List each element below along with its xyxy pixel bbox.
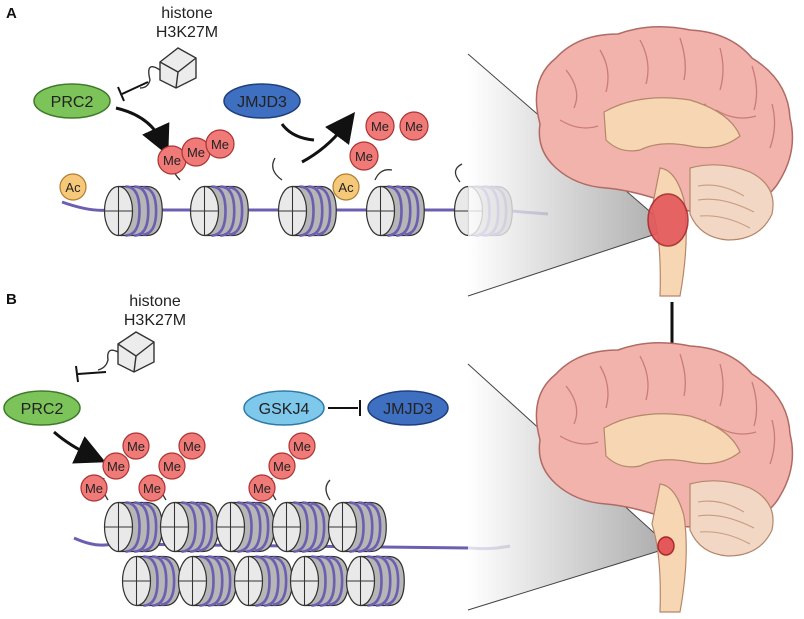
me-label-a5: Me [405, 119, 423, 134]
histone-label-b-line1: histone [129, 293, 181, 310]
jmjd3-label-b: JMJD3 [383, 401, 433, 418]
me-mark-b1 [80, 474, 108, 502]
jmjd3-arrow-a-2 [301, 112, 356, 164]
zoom-beam-b-edge-2 [467, 549, 663, 611]
nucleosome-a4 [365, 185, 426, 237]
me-group-b-3: Me Me Me [248, 432, 316, 502]
me-mark-b9 [288, 432, 316, 460]
me-label-b9: Me [293, 439, 311, 454]
jmjd3-node-b [367, 390, 449, 426]
me-mark-a4 [365, 111, 395, 141]
ac-mark-a2 [332, 173, 360, 201]
me-group-b-2: Me Me Me [138, 432, 206, 502]
brain-illustration-a [535, 26, 794, 297]
me-label-b4: Me [143, 481, 161, 496]
inhibit-bar-b [75, 365, 79, 383]
me-label-a3: Me [211, 137, 229, 152]
me-mark-b5 [158, 452, 186, 480]
ac-mark-a1 [59, 173, 87, 201]
me-label-a4: Me [371, 119, 389, 134]
jmjd3-node-a [223, 83, 301, 119]
me-label-b1: Me [85, 481, 103, 496]
me-label-a6: Me [355, 149, 373, 164]
me-group-b-1: Me Me Me [80, 432, 150, 502]
me-mark-a3 [205, 129, 235, 159]
histone-tail-a5 [454, 163, 463, 183]
nucleosome-b1 [103, 501, 164, 553]
me-label-b3: Me [127, 439, 145, 454]
nucleosome-b7 [177, 555, 238, 607]
inhibit-line-a [121, 81, 149, 95]
me-mark-b8 [268, 452, 296, 480]
panel-letter-b: B [6, 291, 17, 308]
nucleosome-a3 [277, 185, 338, 237]
ac-label-a2: Ac [338, 180, 354, 195]
prc2-arrow-a [115, 106, 170, 156]
nucleosome-b5 [327, 501, 388, 553]
nucleosome-a1 [103, 185, 164, 237]
histone-label-a-line2: H3K27M [156, 24, 218, 41]
prc2-node-a [33, 83, 111, 119]
me-mark-b2 [102, 452, 130, 480]
prc2-node-b [3, 390, 81, 426]
me-mark-b4 [138, 474, 166, 502]
brain-illustration-b [535, 342, 794, 613]
nucleosome-b4 [271, 501, 332, 553]
me-label-b5: Me [163, 459, 181, 474]
nucleosome-b3 [215, 501, 276, 553]
nucleosome-b9 [289, 555, 350, 607]
me-label-b8: Me [273, 459, 291, 474]
me-mark-b3 [122, 432, 150, 460]
me-group-a-1: Me Me Me [157, 129, 235, 181]
inhibit-bar-a [117, 86, 125, 102]
nucleosome-b10 [345, 555, 406, 607]
prc2-arrow-b [53, 430, 106, 464]
histone-tail-a3 [272, 157, 283, 181]
gskj4-label: GSKJ4 [259, 401, 310, 418]
histone-h3k27m-icon-a [139, 47, 197, 89]
jmjd3-arrow-a-1 [280, 123, 315, 142]
ac-label-a1: Ac [65, 180, 81, 195]
me-label-a1: Me [163, 153, 181, 168]
histone-label-b-line2: H3K27M [124, 312, 186, 329]
me-mark-a6 [349, 141, 379, 171]
prc2-label-a: PRC2 [51, 94, 94, 111]
gskj4-node [243, 390, 325, 426]
me-label-b7: Me [253, 481, 271, 496]
tumor-a [647, 193, 689, 247]
me-group-a-2: Me Me Me [349, 111, 429, 171]
zoom-beam-a-edge-2 [467, 231, 663, 297]
me-mark-b7 [248, 474, 276, 502]
jmjd3-label-a: JMJD3 [237, 94, 287, 111]
me-label-b6: Me [183, 439, 201, 454]
inhibit-line-b [77, 371, 107, 375]
panel-letter-a: A [6, 5, 17, 22]
nucleosome-b8 [233, 555, 294, 607]
me-mark-a5 [399, 111, 429, 141]
nucleosome-a2 [189, 185, 250, 237]
histone-h3k27m-icon-b [97, 331, 155, 373]
me-label-a2: Me [187, 145, 205, 160]
prc2-label-b: PRC2 [21, 401, 64, 418]
nucleosome-b2 [159, 501, 220, 553]
me-mark-b6 [178, 432, 206, 460]
histone-label-a-line1: histone [161, 5, 213, 22]
histone-tail-a4 [374, 169, 393, 181]
tumor-b [657, 536, 675, 556]
nucleosome-b6 [121, 555, 182, 607]
me-label-b2: Me [107, 459, 125, 474]
histone-tail-b5 [325, 479, 331, 501]
